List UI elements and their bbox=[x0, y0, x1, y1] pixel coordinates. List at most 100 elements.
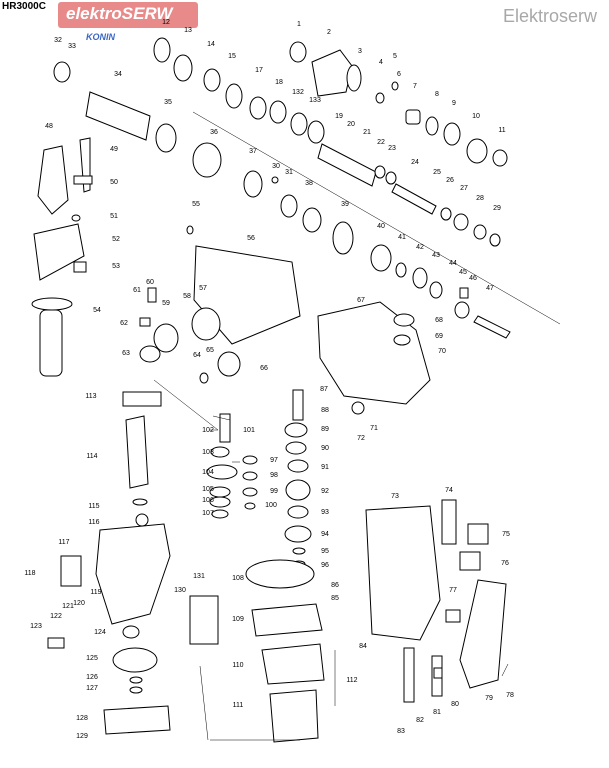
part-label-11: 11 bbox=[498, 127, 505, 134]
part-label-95: 95 bbox=[321, 548, 329, 555]
part-label-2: 2 bbox=[327, 29, 331, 36]
part-label-48: 48 bbox=[45, 123, 53, 130]
part-label-129: 129 bbox=[76, 733, 88, 740]
part-label-108: 108 bbox=[232, 575, 244, 582]
part-label-37: 37 bbox=[249, 148, 257, 155]
part-label-109: 109 bbox=[232, 616, 244, 623]
part-label-115: 115 bbox=[88, 503, 99, 510]
part-label-66: 66 bbox=[260, 365, 268, 372]
part-label-62: 62 bbox=[120, 320, 128, 327]
part-label-39: 39 bbox=[341, 201, 349, 208]
part-label-25: 25 bbox=[433, 169, 441, 176]
part-label-50: 50 bbox=[110, 179, 118, 186]
part-label-53: 53 bbox=[112, 263, 120, 270]
part-label-64: 64 bbox=[193, 352, 201, 359]
part-label-8: 8 bbox=[435, 91, 439, 98]
part-label-92: 92 bbox=[321, 488, 329, 495]
part-label-13: 13 bbox=[184, 27, 192, 34]
part-label-87: 87 bbox=[320, 386, 328, 393]
part-label-80: 80 bbox=[451, 701, 459, 708]
part-label-85: 85 bbox=[331, 595, 339, 602]
part-label-131: 131 bbox=[193, 573, 205, 580]
part-label-3: 3 bbox=[358, 48, 362, 55]
part-label-70: 70 bbox=[438, 348, 446, 355]
part-label-83: 83 bbox=[397, 728, 405, 735]
leader-lines bbox=[153, 111, 561, 741]
part-label-84: 84 bbox=[359, 643, 367, 650]
part-label-79: 79 bbox=[485, 695, 493, 702]
part-label-111: 111 bbox=[233, 702, 244, 709]
part-label-104: 104 bbox=[202, 469, 214, 476]
part-label-59: 59 bbox=[162, 300, 170, 307]
part-label-91: 91 bbox=[321, 464, 329, 471]
part-label-42: 42 bbox=[416, 244, 424, 251]
part-label-123: 123 bbox=[30, 623, 42, 630]
brand-location: KONIN bbox=[86, 32, 115, 42]
part-label-5: 5 bbox=[393, 53, 397, 60]
part-label-15: 15 bbox=[228, 53, 236, 60]
part-label-116: 116 bbox=[88, 519, 99, 526]
part-label-110: 110 bbox=[232, 662, 243, 669]
part-label-56: 56 bbox=[247, 235, 255, 242]
part-label-23: 23 bbox=[388, 145, 396, 152]
part-label-125: 125 bbox=[86, 655, 98, 662]
part-label-71: 71 bbox=[370, 425, 378, 432]
part-label-113: 113 bbox=[85, 393, 96, 400]
part-label-112: 112 bbox=[346, 677, 357, 684]
part-label-44: 44 bbox=[449, 260, 457, 267]
part-label-20: 20 bbox=[347, 121, 355, 128]
part-label-22: 22 bbox=[377, 139, 385, 146]
part-label-38: 38 bbox=[305, 180, 313, 187]
part-label-103: 103 bbox=[202, 449, 214, 456]
part-label-73: 73 bbox=[391, 493, 399, 500]
watermark: Elektroserw bbox=[502, 6, 597, 26]
part-label-17: 17 bbox=[255, 67, 263, 74]
part-label-88: 88 bbox=[321, 407, 329, 414]
part-label-36: 36 bbox=[210, 129, 218, 136]
part-drawings bbox=[31, 37, 511, 743]
part-label-28: 28 bbox=[476, 195, 484, 202]
part-label-58: 58 bbox=[183, 293, 191, 300]
part-label-122: 122 bbox=[50, 613, 62, 620]
part-label-120: 120 bbox=[73, 600, 85, 607]
part-label-4: 4 bbox=[379, 59, 383, 66]
part-label-81: 81 bbox=[433, 709, 441, 716]
part-label-119: 119 bbox=[90, 589, 101, 596]
part-label-72: 72 bbox=[357, 435, 365, 442]
part-label-86: 86 bbox=[331, 582, 339, 589]
part-label-30: 30 bbox=[272, 163, 280, 170]
part-label-76: 76 bbox=[501, 560, 509, 567]
part-label-102: 102 bbox=[202, 427, 214, 434]
part-label-45: 45 bbox=[459, 269, 467, 276]
part-label-9: 9 bbox=[452, 100, 456, 107]
part-label-29: 29 bbox=[493, 205, 501, 212]
part-label-52: 52 bbox=[112, 236, 120, 243]
part-label-132: 132 bbox=[292, 89, 304, 96]
part-label-47: 47 bbox=[486, 285, 494, 292]
part-label-101: 101 bbox=[243, 427, 255, 434]
part-label-128: 128 bbox=[76, 715, 88, 722]
part-label-27: 27 bbox=[460, 185, 468, 192]
part-label-74: 74 bbox=[445, 487, 453, 494]
brand-logo: elektroSERW bbox=[58, 2, 198, 28]
part-label-96: 96 bbox=[321, 562, 329, 569]
part-label-41: 41 bbox=[398, 234, 406, 241]
part-label-121: 121 bbox=[62, 603, 74, 610]
part-label-117: 117 bbox=[58, 539, 69, 546]
part-label-98: 98 bbox=[270, 472, 278, 479]
part-label-51: 51 bbox=[110, 213, 118, 220]
part-number-labels: 1234567891011121314151718132133192021222… bbox=[24, 19, 514, 740]
part-label-24: 24 bbox=[411, 159, 419, 166]
part-label-10: 10 bbox=[472, 113, 480, 120]
part-label-54: 54 bbox=[93, 307, 101, 314]
model-code: HR3000C bbox=[2, 1, 46, 12]
part-label-26: 26 bbox=[446, 177, 454, 184]
part-label-130: 130 bbox=[174, 587, 186, 594]
part-label-34: 34 bbox=[114, 71, 122, 78]
part-label-18: 18 bbox=[275, 79, 283, 86]
part-label-126: 126 bbox=[86, 674, 98, 681]
brand-name: elektroSERW bbox=[66, 4, 173, 23]
part-label-57: 57 bbox=[199, 285, 207, 292]
part-label-124: 124 bbox=[94, 629, 106, 636]
part-label-69: 69 bbox=[435, 333, 443, 340]
